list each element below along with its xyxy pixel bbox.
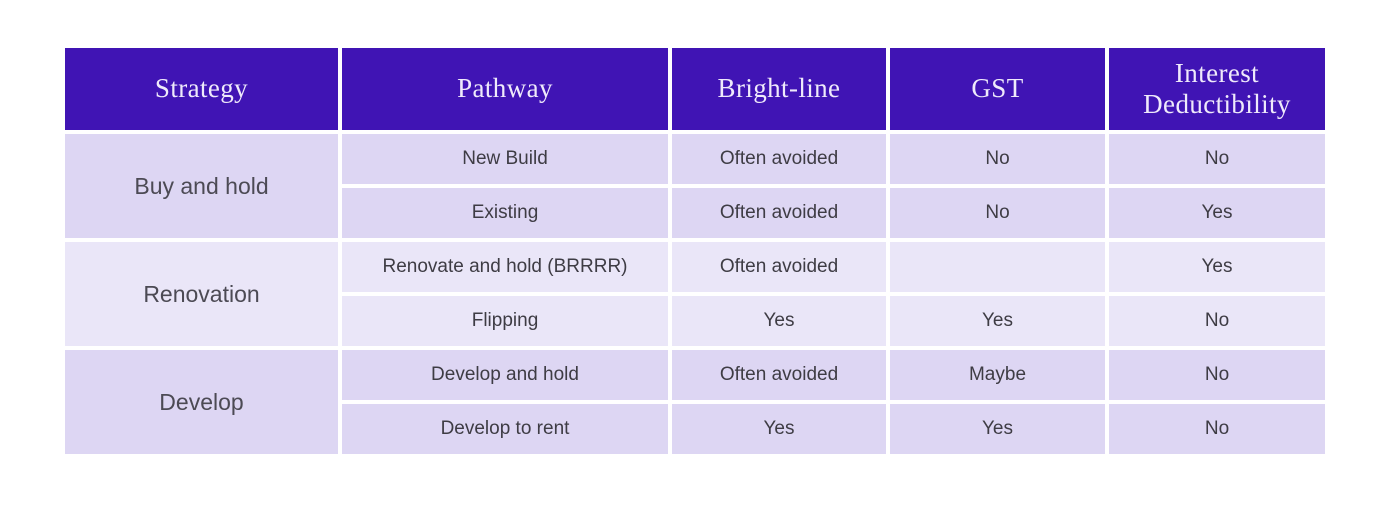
bright-line-cell: Often avoided <box>672 350 886 400</box>
gst-cell: Yes <box>890 296 1105 346</box>
interest-deductibility-cell: No <box>1109 134 1325 184</box>
bright-line-cell: Yes <box>672 404 886 454</box>
gst-cell: No <box>890 134 1105 184</box>
group-renovation: Renovation Renovate and hold (BRRRR) Oft… <box>65 242 1325 346</box>
pathway-cell: Develop and hold <box>342 350 668 400</box>
interest-deductibility-cell: Yes <box>1109 242 1325 292</box>
strategy-tax-table: Strategy Pathway Bright-line GST Interes… <box>61 44 1329 458</box>
table-row: Buy and hold New Build Often avoided No … <box>65 134 1325 238</box>
table-row: Existing Often avoided No Yes <box>65 188 1325 238</box>
group-develop: Develop Develop and hold Often avoided M… <box>65 350 1325 454</box>
bright-line-cell: Often avoided <box>672 188 886 238</box>
bright-line-cell: Often avoided <box>672 134 886 184</box>
strategy-cell: Develop <box>65 350 338 454</box>
header-bright-line: Bright-line <box>672 48 886 130</box>
gst-cell <box>890 242 1105 292</box>
header-gst: GST <box>890 48 1105 130</box>
gst-cell: Maybe <box>890 350 1105 400</box>
table-header-row: Strategy Pathway Bright-line GST Interes… <box>65 48 1325 130</box>
header-pathway: Pathway <box>342 48 668 130</box>
bright-line-cell: Often avoided <box>672 242 886 292</box>
pathway-cell: Renovate and hold (BRRRR) <box>342 242 668 292</box>
interest-deductibility-cell: No <box>1109 404 1325 454</box>
header-strategy: Strategy <box>65 48 338 130</box>
table-row: Develop Develop and hold Often avoided M… <box>65 350 1325 454</box>
pathway-cell: Flipping <box>342 296 668 346</box>
table-row: Flipping Yes Yes No <box>65 296 1325 346</box>
pathway-cell: Existing <box>342 188 668 238</box>
strategy-cell: Buy and hold <box>65 134 338 238</box>
interest-deductibility-cell: No <box>1109 350 1325 400</box>
interest-deductibility-cell: No <box>1109 296 1325 346</box>
gst-cell: No <box>890 188 1105 238</box>
gst-cell: Yes <box>890 404 1105 454</box>
header-interest-deductibility: Interest Deductibility <box>1109 48 1325 130</box>
table-row: Develop to rent Yes Yes No <box>65 404 1325 454</box>
interest-deductibility-cell: Yes <box>1109 188 1325 238</box>
strategy-tax-table-container: Strategy Pathway Bright-line GST Interes… <box>61 44 1329 458</box>
group-buy-and-hold: Buy and hold New Build Often avoided No … <box>65 134 1325 238</box>
pathway-cell: Develop to rent <box>342 404 668 454</box>
strategy-cell: Renovation <box>65 242 338 346</box>
bright-line-cell: Yes <box>672 296 886 346</box>
pathway-cell: New Build <box>342 134 668 184</box>
table-row: Renovation Renovate and hold (BRRRR) Oft… <box>65 242 1325 346</box>
